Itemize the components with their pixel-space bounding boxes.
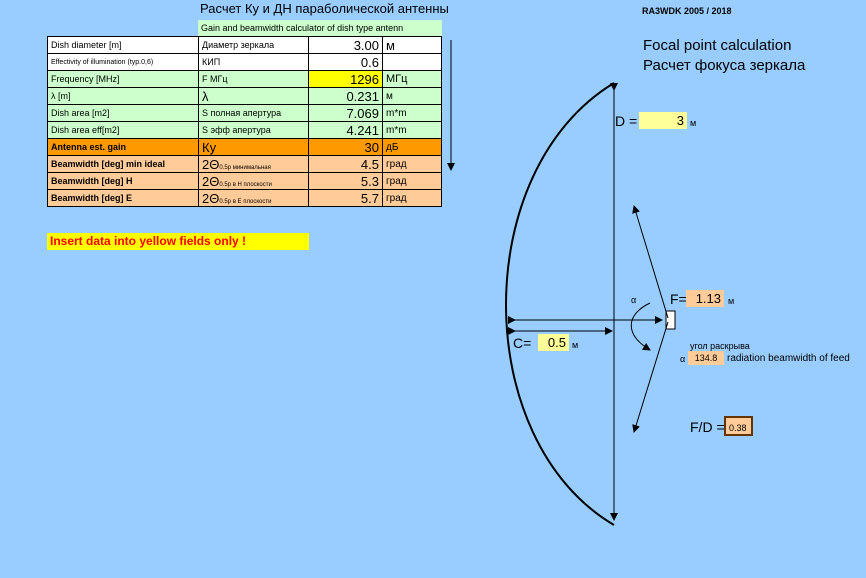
table-row: λ [m] λ 0.231 м: [47, 87, 442, 105]
c-label: C=: [513, 335, 532, 351]
dish-area-unit: m*m: [382, 104, 442, 122]
gain-label: Antenna est. gain: [47, 138, 199, 156]
dish-area-eff-label: Dish area eff[m2]: [47, 121, 199, 139]
lambda-value: 0.231: [308, 87, 383, 105]
beam-line-lower: [632, 321, 669, 433]
c-value-field: 0.5: [538, 334, 569, 351]
beamwidth-min-value: 4.5: [308, 155, 383, 173]
warning-banner: Insert data into yellow fields only !: [47, 233, 309, 250]
frequency-label: Frequency [MHz]: [47, 70, 199, 88]
f-unit: м: [728, 296, 735, 306]
beamwidth-h-unit: град: [382, 172, 442, 190]
author-label: RA3WDK 2005 / 2018: [642, 6, 732, 16]
f-label: F=: [670, 291, 687, 307]
feed-icon: [665, 310, 676, 330]
angle-value-field: 134.8: [688, 351, 724, 365]
illumination-label: Effectivity of illumination (typ.0,6): [47, 53, 199, 71]
table-row: Beamwidth [deg] H 2Θ0.5р в Н плоскости 5…: [47, 172, 442, 190]
gain-value: 30: [308, 138, 383, 156]
lambda-unit: м: [382, 87, 442, 105]
beamwidth-e-label-ru: 2Θ0.5р в Е плоскости: [198, 189, 309, 207]
fd-value: 0.38: [729, 423, 747, 433]
table-row: Beamwidth [deg] min ideal 2Θ0.5р минимал…: [47, 155, 442, 173]
focal-title-ru: Расчет фокуса зеркала: [643, 57, 806, 74]
angle-desc: radiation beamwidth of feed: [727, 353, 850, 364]
frequency-unit: МГц: [382, 70, 442, 88]
beamwidth-min-unit: град: [382, 155, 442, 173]
d-label: D =: [615, 113, 638, 129]
lambda-label: λ [m]: [47, 87, 199, 105]
subtitle: Gain and beamwidth calculator of dish ty…: [198, 20, 442, 36]
dish-area-eff-unit: m*m: [382, 121, 442, 139]
dish-area-label: Dish area [m2]: [47, 104, 199, 122]
beamwidth-h-label: Beamwidth [deg] H: [47, 172, 199, 190]
alpha-symbol-2: α: [680, 354, 686, 364]
fd-label: F/D =: [690, 419, 725, 435]
beamwidth-e-label: Beamwidth [deg] E: [47, 189, 199, 207]
beamwidth-e-value: 5.7: [308, 189, 383, 207]
dish-curve: [505, 82, 615, 526]
c-unit: м: [572, 340, 579, 350]
table-row: Beamwidth [deg] E 2Θ0.5р в Е плоскости 5…: [47, 189, 442, 207]
d-unit: м: [690, 118, 697, 128]
frequency-input[interactable]: 1296: [308, 70, 383, 88]
beam-line-upper: [632, 205, 669, 319]
table-row: Dish area [m2] S полная апертура 7.069 m…: [47, 104, 442, 122]
angle-label-ru: угол раскрыва: [690, 341, 750, 351]
f-value-field: 1.13: [686, 290, 724, 307]
dish-area-eff-value: 4.241: [308, 121, 383, 139]
lambda-label-ru: λ: [198, 87, 309, 105]
table-row: Antenna est. gain Ку 30 дБ: [47, 138, 442, 156]
fd-box: [724, 416, 753, 436]
alpha-symbol: α: [631, 295, 637, 305]
page-title: Расчет Ку и ДН параболической антенны: [200, 1, 449, 16]
angle-arc-icon: [630, 302, 651, 351]
d-value-field: 3: [639, 112, 687, 129]
beamwidth-h-value: 5.3: [308, 172, 383, 190]
calc-table: Dish diameter [m] Диаметр зеркала 3.00 м…: [47, 36, 442, 207]
beamwidth-e-unit: град: [382, 189, 442, 207]
illumination-unit: [382, 53, 442, 71]
illumination-label-ru: КИП: [198, 53, 309, 71]
focal-title-en: Focal point calculation: [643, 37, 792, 54]
table-row: Frequency [MHz] F МГц 1296 МГц: [47, 70, 442, 88]
dish-diameter-label: Dish diameter [m]: [47, 36, 199, 54]
